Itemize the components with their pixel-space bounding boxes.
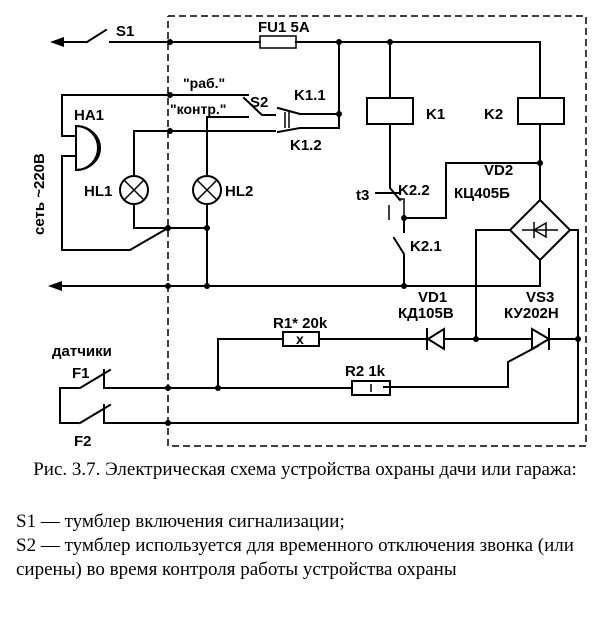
label-t3: t3	[356, 187, 369, 204]
resistor-r1: x R1* 20k	[217, 315, 427, 389]
label-sensors: датчики	[52, 343, 112, 360]
label-kontr: "контр."	[170, 101, 226, 117]
label-k2-2: K2.2	[398, 182, 430, 199]
mains-line-bottom	[48, 281, 479, 291]
label-ha1: HA1	[74, 107, 104, 124]
label-rab: "раб."	[183, 75, 225, 91]
switch-s2: "раб." "контр." S2 K1.1 K1.2	[61, 75, 326, 154]
label-f2: F2	[74, 433, 92, 450]
fuse-fu1: FU1 5A	[258, 19, 310, 36]
sensors-f1-f2: датчики F1 F2	[52, 338, 579, 450]
label-k1-2: K1.2	[290, 137, 322, 154]
device-enclosure-border	[167, 15, 587, 447]
label-s1: S1	[116, 23, 134, 40]
label-f1: F1	[72, 365, 90, 382]
relay-contacts-k2: t3 K2.2 K2.1	[356, 162, 541, 287]
circuit-schematic: S1 FU1 5A K1 K2 "раб." "контр." S2 K1.1 …	[31, 15, 587, 450]
figure-caption-title: Рис. 3.7. Электрическая схема устройства…	[33, 459, 577, 480]
label-mains: сеть ~220В	[31, 153, 48, 235]
lamp-hl2: HL2	[192, 116, 253, 287]
figure-caption-legend: S1 — тумблер включения сигнализации; S2 …	[16, 510, 606, 582]
lamp-hl1: HL1	[84, 130, 207, 229]
label-vd2: VD2	[484, 162, 513, 179]
label-k2-1: K2.1	[410, 238, 442, 255]
label-k1: K1	[426, 106, 445, 123]
label-k1-1: K1.1	[294, 87, 326, 104]
label-fu1: FU1 5A	[258, 19, 310, 36]
label-r2: R2 1k	[345, 363, 386, 380]
label-hl2: HL2	[225, 183, 253, 200]
label-vd1: VD1	[418, 289, 447, 306]
resistor-r2: R2 1k	[103, 363, 391, 396]
legend-item-s1: S1 — тумблер включения сигнализации;	[16, 511, 345, 532]
relay-k1: K1	[366, 41, 445, 181]
label-hl1: HL1	[84, 183, 112, 200]
switch-s1: S1	[116, 23, 134, 40]
diode-bridge-vd2: VD2 КЦ405Б	[454, 162, 579, 340]
label-vs3: VS3	[526, 289, 554, 306]
diode-vd1: VD1 КД105В	[398, 289, 533, 351]
legend-item-s2: S2 — тумблер используется для временного…	[16, 535, 574, 580]
label-vs3-type: КУ202Н	[504, 305, 559, 322]
bell-ha1: HA1	[61, 94, 170, 251]
label-vd1-type: КД105В	[398, 305, 454, 322]
label-r1: R1* 20k	[273, 315, 328, 332]
thyristor-vs3: VS3 КУ202Н	[383, 289, 579, 388]
label-k2: K2	[484, 106, 503, 123]
label-vd2-type: КЦ405Б	[454, 185, 510, 202]
r1-mark: x	[296, 331, 304, 347]
label-s2: S2	[250, 94, 268, 111]
